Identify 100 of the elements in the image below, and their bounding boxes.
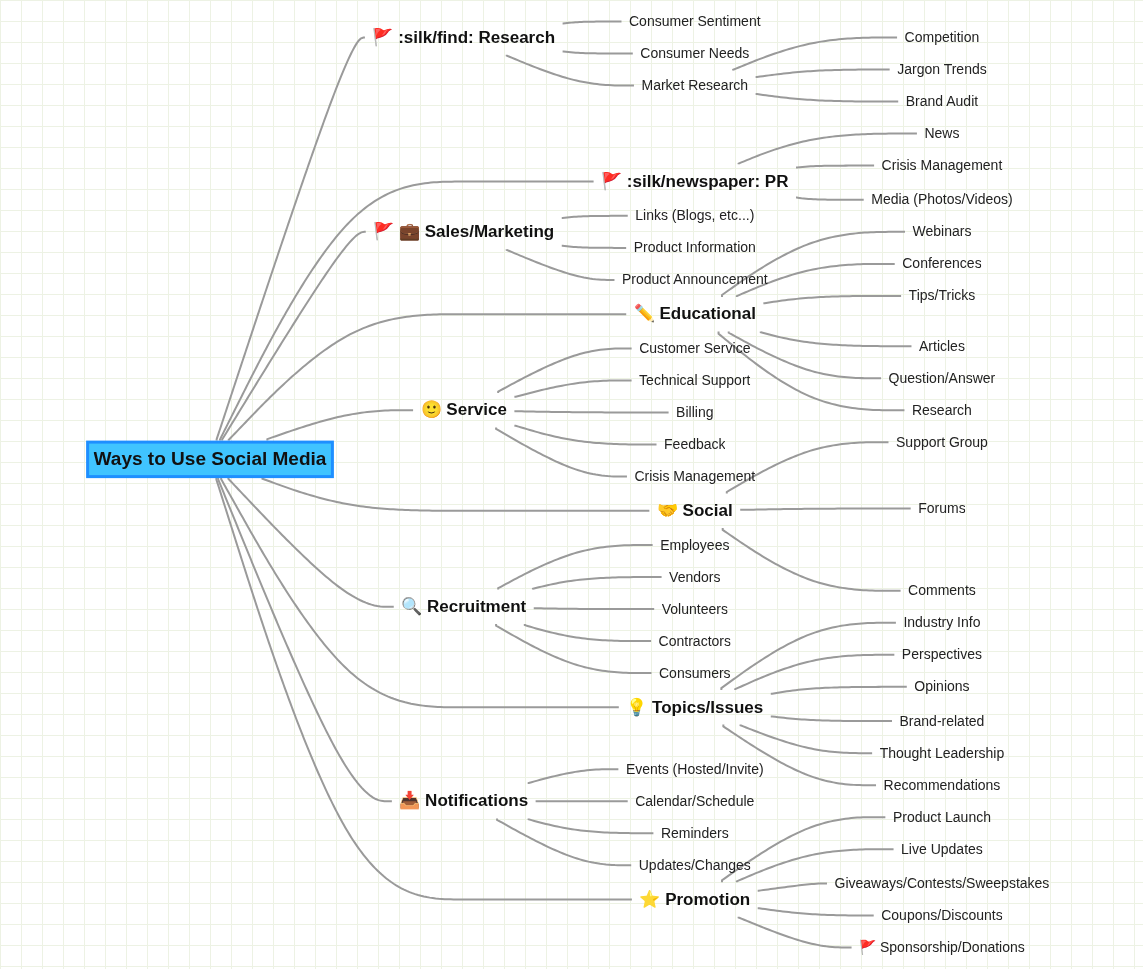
branch-line [735,848,895,884]
subtopic: Crisis Management [634,468,756,484]
main-topic: 🚩 💼 Sales/Marketing [373,222,555,242]
branch-line [756,907,875,917]
subtopic: Industry Info [903,614,981,631]
branch-line [523,623,653,643]
branch-line [720,621,897,692]
subtopic: Consumers [658,664,731,681]
subtopic: Articles [919,337,965,354]
subtopic: Customer Service [639,339,751,356]
subtopic: Market Research [641,77,749,94]
branch-line [495,426,628,478]
subtopic: Volunteers [661,600,728,617]
subtopic: Links (Blogs, etc...) [635,207,755,224]
subtopic: Live Updates [901,840,983,857]
branch-line [496,817,633,867]
subtopic: Product Information [633,239,756,256]
branch-line [261,477,651,512]
branch-line [739,507,912,511]
branch-line [560,214,629,220]
main-topic: 🤝 Social [656,501,733,520]
branch-line [721,816,887,884]
branch-line [513,379,633,398]
branch-line [561,20,623,25]
main-topic: ✏ Educational [633,304,756,324]
subtopic: Tips/Tricks [908,287,976,304]
subtopic: Competition [904,29,980,45]
branch-line [722,723,878,787]
branch-line [227,313,628,442]
main-topic: 🔍 Recruitment [401,597,527,617]
subtopic: Crisis Management [881,157,1003,174]
subtopic: Employees [660,536,730,553]
branch-line [513,410,670,414]
subtopic: Technical Support [639,371,751,388]
central-topic-box: Ways to Use Social Media [86,440,334,479]
branch-line [560,244,628,249]
subtopic: Question/Answer [888,369,996,386]
subtopic: News [924,125,960,142]
subtopic: Reminders [660,824,729,841]
branch-line [534,800,629,803]
branch-line [717,330,906,412]
branch-line [734,653,896,692]
subtopic: Conferences [902,255,982,272]
main-topic: 🙂 Service [420,400,507,420]
subtopic: Webinars [912,223,972,240]
subtopic: Contractors [658,632,731,649]
branch-line [495,623,653,675]
subtopic: Research [911,401,972,418]
branch-line [215,36,366,442]
branch-line [721,230,906,298]
branch-line [227,477,395,608]
branch-line [513,424,658,446]
branch-line [527,768,620,785]
main-topic: 📥 Notifications [399,791,529,811]
main-topic: 🚩 :silk/newspaper: PR [601,171,789,191]
branch-line [737,132,918,166]
subtopic: Jargon Trends [897,61,987,78]
branch-line [721,527,902,592]
branch-line [727,330,883,380]
subtopic: Brand-related [899,712,985,729]
main-topic: 🚩 :silk/find: Research [372,27,556,47]
branch-line [215,477,633,901]
subtopic: Recommendations [883,776,1001,793]
subtopic: Calendar/Schedule [635,792,755,809]
subtopic: Feedback [664,435,726,452]
branch-line [769,715,893,723]
branch-line [756,882,828,892]
branch-line [725,441,890,495]
branch-line [219,180,595,442]
subtopic: Product Announcement [622,271,768,288]
subtopic: Forums [918,500,966,516]
branch-line [561,50,634,55]
branch-line [795,196,865,201]
branch-line [795,164,876,169]
branch-line [497,544,654,591]
subtopic: Giveaways/Contests/Sweepstakes [834,874,1050,891]
subtopic: Vendors [669,568,721,585]
subtopic: Consumer Needs [640,45,750,62]
subtopic: Updates/Changes [638,856,751,873]
branch-line [266,409,415,442]
branch-line [531,576,663,591]
subtopic: Thought Leadership [879,744,1005,761]
subtopic: Media (Photos/Videos) [871,191,1013,208]
subtopic: Brand Audit [905,93,979,110]
branch-line [220,477,620,709]
subtopic: Coupons/Discounts [881,906,1003,923]
branch-line [737,915,853,949]
branch-line [505,248,616,281]
branch-line [217,477,393,803]
branch-line [739,723,874,755]
subtopic: Events (Hosted/Invite) [625,760,764,777]
branch-line [759,330,913,348]
branch-line [735,262,896,298]
branch-line [221,230,367,442]
subtopic: Opinions [914,678,970,695]
subtopic: Product Launch [892,808,991,825]
branch-line [497,347,633,394]
branch-line [754,68,891,78]
branch-line [505,53,635,87]
branch-line [769,685,908,695]
